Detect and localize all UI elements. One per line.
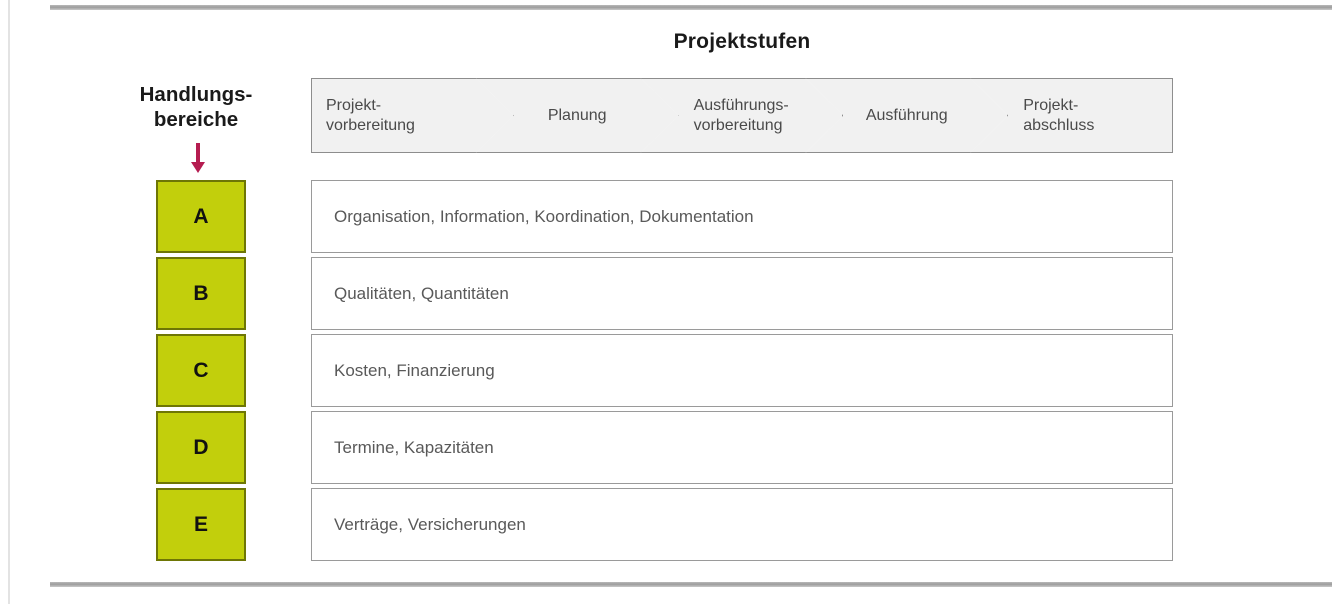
handlungsbereich-row: B Qualitäten, Quantitäten [0,257,1334,330]
stage-label: Ausführungs- vorbereitung [693,96,789,134]
handlungsbereiche-rows: A Organisation, Information, Koordination… [0,180,1334,565]
handlungsbereich-key-d[interactable]: D [156,411,246,484]
handlungsbereich-row: C Kosten, Finanzierung [0,334,1334,407]
handlungsbereich-description[interactable]: Verträge, Versicherungen [311,488,1173,561]
down-arrow-icon [191,143,205,173]
caption-line-2: bereiche [153,108,239,131]
handlungsbereich-description[interactable]: Termine, Kapazitäten [311,411,1173,484]
handlungsbereich-key-e[interactable]: E [156,488,246,561]
handlungsbereich-description[interactable]: Organisation, Information, Koordination,… [311,180,1173,253]
handlungsbereiche-caption: Handlungs- bereiche [96,82,296,132]
handlungsbereich-row: D Termine, Kapazitäten [0,411,1334,484]
horizontal-rule-top [50,5,1332,10]
handlungsbereich-description[interactable]: Kosten, Finanzierung [311,334,1173,407]
page-left-margin-rule [8,0,10,604]
handlungsbereich-row: E Verträge, Versicherungen [0,488,1334,561]
handlungsbereich-key-a[interactable]: A [156,180,246,253]
diagram-title: Projektstufen [673,30,811,53]
caption-line-1: Handlungs- [139,83,253,106]
handlungsbereich-key-b[interactable]: B [156,257,246,330]
stage-label: Projekt- abschluss [1023,96,1095,134]
stage-label: Projekt- vorbereitung [326,96,415,134]
horizontal-rule-bottom [50,582,1332,587]
handlungsbereich-row: A Organisation, Information, Koordination… [0,180,1334,253]
projektstufen-chevron-strip: Projekt- vorbereitung Planung Ausführungs-… [311,78,1173,153]
stage-label: Ausführung [865,106,948,124]
stage-chevron-3[interactable]: Ausführungs- vorbereitung [641,78,844,153]
stage-label: Planung [547,106,607,124]
handlungsbereich-description[interactable]: Qualitäten, Quantitäten [311,257,1173,330]
handlungsbereich-key-c[interactable]: C [156,334,246,407]
stage-chevron-1[interactable]: Projekt- vorbereitung [311,78,514,153]
